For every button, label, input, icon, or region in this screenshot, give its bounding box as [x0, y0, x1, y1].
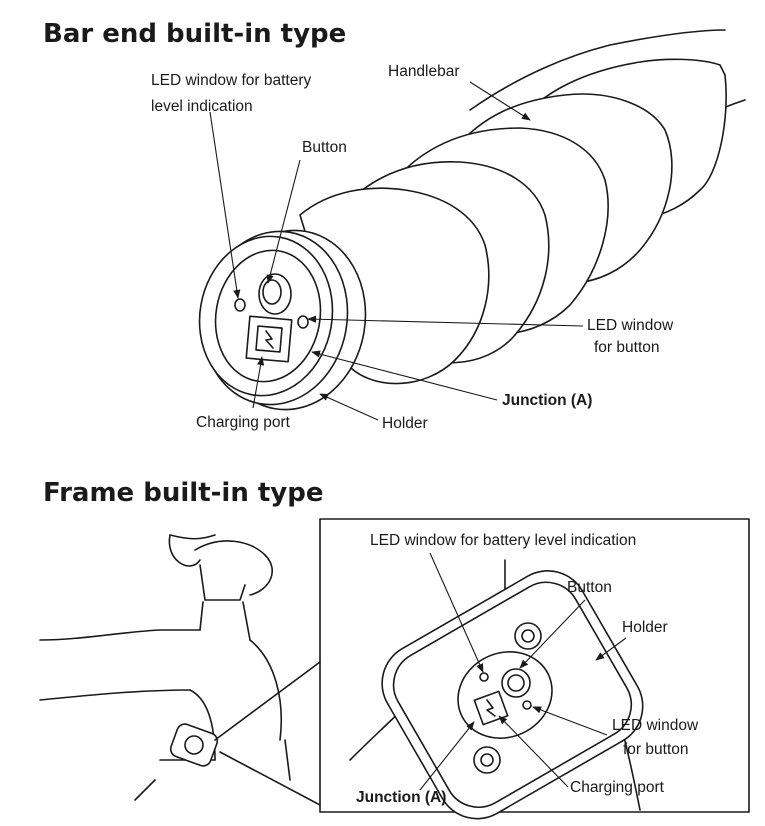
- leader-led-button-bar: [307, 315, 584, 327]
- label-charging-bar: Charging port: [196, 414, 291, 431]
- leader-charging-frame: [498, 715, 569, 788]
- detail-box: [319, 518, 750, 820]
- callout-line-bottom: [219, 751, 321, 806]
- leader-button-frame: [519, 599, 586, 669]
- label-led-button-frame-1: LED window: [612, 717, 699, 734]
- leader-junction-bar: [311, 350, 498, 401]
- bar-end-section-title: Bar end built-in type: [43, 19, 347, 49]
- frame-drawing: [39, 534, 291, 801]
- leader-led-button-frame: [532, 706, 608, 736]
- leader-led-battery-bar: [209, 111, 241, 299]
- leader-junction-frame: [419, 721, 475, 791]
- leader-led-battery-frame: [429, 552, 484, 673]
- leader-holder-frame: [595, 637, 627, 661]
- label-handlebar: Handlebar: [388, 63, 460, 80]
- label-led-battery-bar-1: LED window for battery: [151, 72, 311, 89]
- label-led-button-bar-1: LED window: [587, 317, 674, 334]
- leader-button-bar: [266, 159, 301, 284]
- handlebar-drawing: [198, 29, 746, 411]
- callout-line-top: [214, 661, 321, 741]
- label-junction-frame: Junction (A): [356, 789, 446, 806]
- label-led-battery-frame: LED window for battery level indication: [370, 532, 636, 549]
- leader-charging-bar: [252, 356, 265, 409]
- leader-handlebar: [469, 81, 531, 121]
- label-junction-bar: Junction (A): [502, 392, 592, 409]
- label-charging-frame: Charging port: [570, 779, 665, 796]
- label-led-battery-bar-2: level indication: [151, 98, 253, 115]
- label-led-button-bar-2: for button: [594, 339, 660, 356]
- leader-holder-bar: [319, 393, 379, 421]
- label-holder-frame: Holder: [622, 619, 668, 636]
- frame-section-title: Frame built-in type: [43, 478, 324, 508]
- label-led-button-frame-2: for button: [623, 741, 689, 758]
- label-button-bar: Button: [302, 139, 347, 156]
- label-holder-bar: Holder: [382, 415, 428, 432]
- label-button-frame: Button: [567, 579, 612, 596]
